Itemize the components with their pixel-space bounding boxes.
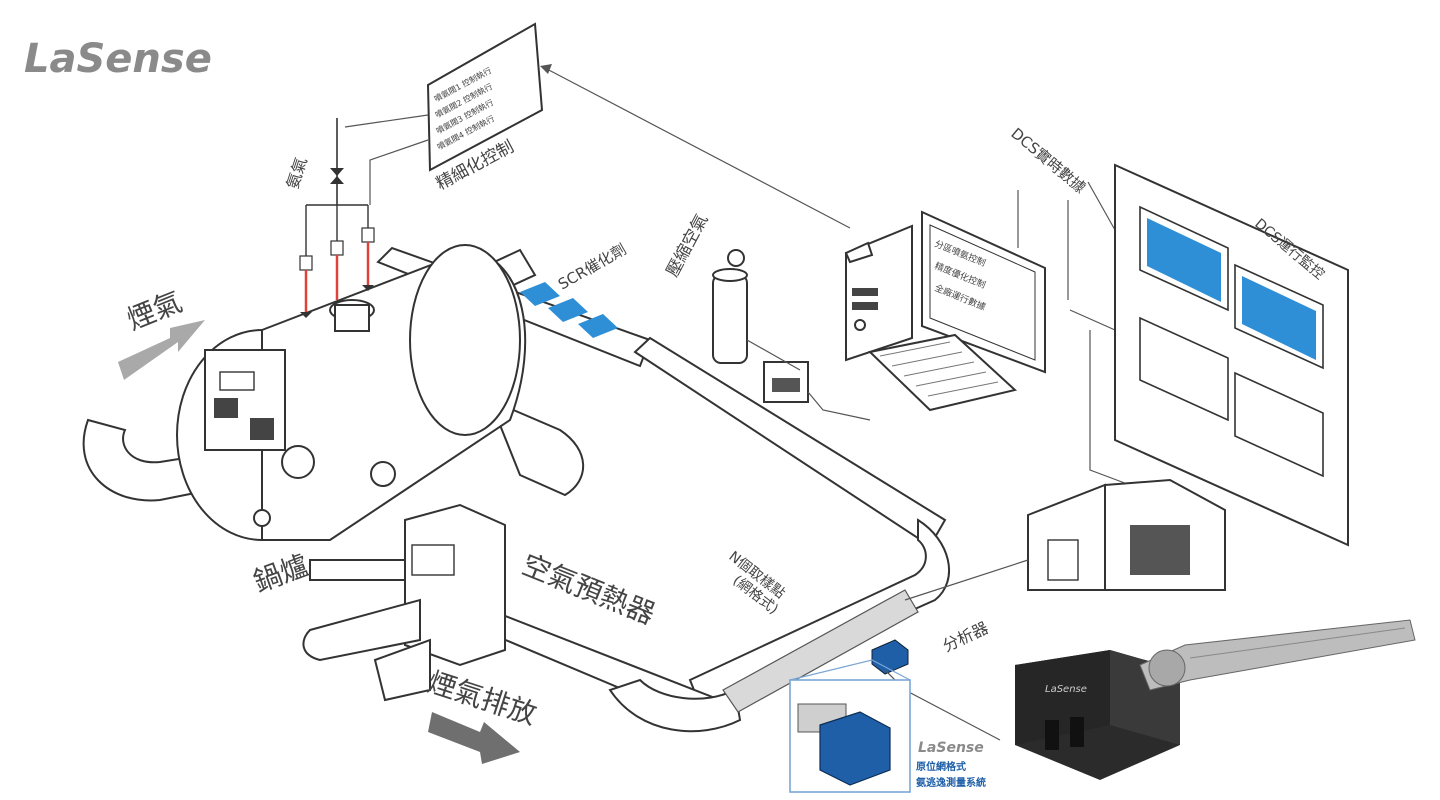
ammonia-injection-valves: [299, 118, 375, 318]
inset-line-1: 原位網格式: [916, 760, 966, 773]
analyzer-label: 分析器: [940, 618, 992, 656]
lasense-logo: LaSense: [24, 36, 212, 82]
computer-workstation: [844, 210, 1046, 412]
fine-control-panel: [426, 22, 544, 172]
compressed-air-label: 壓縮空氣: [663, 211, 713, 280]
flue-gas-inlet-arrow: [118, 320, 205, 380]
dcs-data-arrows: [1017, 181, 1131, 486]
scr-catalyst-blocks: [520, 282, 618, 338]
dcs-data-label: DCS實時數據: [1007, 124, 1089, 197]
electrical-cabinet: [1027, 478, 1226, 591]
boiler-label: 鍋爐: [249, 548, 313, 598]
in-situ-probe-analyzer: [1015, 619, 1416, 780]
inset-detail-box: [789, 659, 911, 793]
dcs-monitor-wall: [1114, 163, 1349, 547]
control-leader-lines: [344, 64, 851, 229]
scr-label: SCR催化劑: [555, 240, 629, 293]
flue-gas-outlet-arrow: [428, 712, 520, 764]
air-preheater-label: 空氣預熱器: [517, 548, 659, 631]
ammonia-label: 氨氣: [283, 155, 311, 191]
compressed-air-cylinder: [712, 249, 871, 421]
boiler: [176, 244, 527, 581]
air-preheater: [302, 503, 506, 702]
inset-logo: LaSense: [918, 740, 984, 756]
inset-line-2: 氨逃逸測量系統: [916, 776, 986, 789]
probe-logo: LaSense: [1045, 684, 1087, 695]
